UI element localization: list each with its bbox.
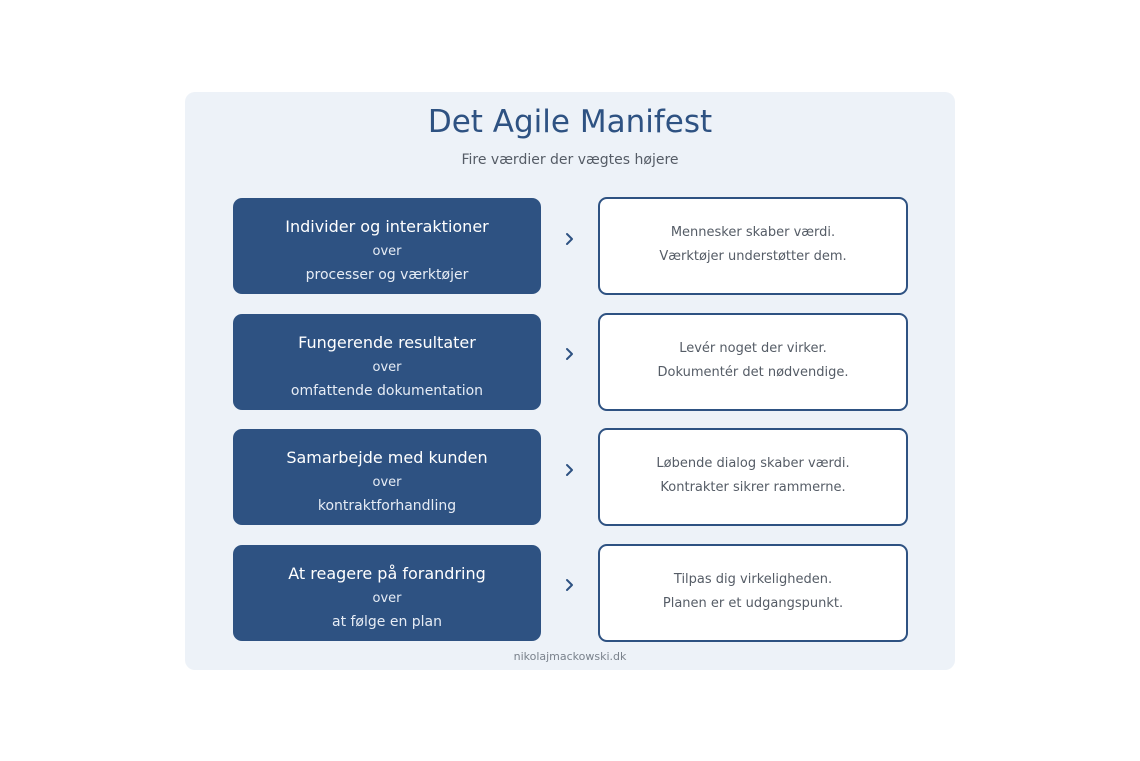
explanation-box-responding-to-change: Tilpas dig virkeligheden. Planen er et u…	[598, 544, 908, 642]
explanation-line: Mennesker skaber værdi.	[670, 225, 836, 240]
value-sub-label: omfattende dokumentation	[290, 383, 484, 399]
chevron-right-icon	[560, 229, 580, 249]
page-subtitle: Fire værdier der vægtes højere	[461, 152, 679, 168]
value-sub-label: processer og værktøjer	[305, 267, 469, 283]
value-main-label: Fungerende resultater	[298, 333, 476, 352]
page-title: Det Agile Manifest	[427, 104, 713, 140]
value-over-label: over	[372, 475, 402, 490]
chevron-right-icon	[560, 344, 580, 364]
value-box-responding-to-change: At reagere på forandring over at følge e…	[233, 545, 541, 641]
value-box-individuals: Individer og interaktioner over processe…	[233, 198, 541, 294]
explanation-line: Værktøjer understøtter dem.	[659, 249, 847, 264]
value-over-label: over	[372, 244, 402, 259]
explanation-box-working-results: Levér noget der virker. Dokumentér det n…	[598, 313, 908, 411]
value-box-customer-collaboration: Samarbejde med kunden over kontraktforha…	[233, 429, 541, 525]
value-main-label: Samarbejde med kunden	[286, 448, 488, 467]
value-main-label: Individer og interaktioner	[285, 217, 489, 236]
explanation-box-customer-collaboration: Løbende dialog skaber værdi. Kontrakter …	[598, 428, 908, 526]
value-over-label: over	[372, 591, 402, 606]
value-sub-label: at følge en plan	[331, 614, 443, 630]
explanation-line: Levér noget der virker.	[679, 341, 827, 356]
explanation-line: Tilpas dig virkeligheden.	[673, 572, 833, 587]
explanation-line: Planen er et udgangspunkt.	[662, 596, 844, 611]
explanation-line: Dokumentér det nødvendige.	[657, 365, 849, 380]
value-box-working-results: Fungerende resultater over omfattende do…	[233, 314, 541, 410]
value-sub-label: kontraktforhandling	[317, 498, 457, 514]
explanation-line: Kontrakter sikrer rammerne.	[660, 480, 846, 495]
explanation-box-individuals: Mennesker skaber værdi. Værktøjer unders…	[598, 197, 908, 295]
value-over-label: over	[372, 360, 402, 375]
chevron-right-icon	[560, 575, 580, 595]
footer-credit: nikolajmackowski.dk	[513, 650, 627, 663]
explanation-line: Løbende dialog skaber værdi.	[656, 456, 850, 471]
chevron-right-icon	[560, 460, 580, 480]
value-main-label: At reagere på forandring	[288, 564, 486, 583]
